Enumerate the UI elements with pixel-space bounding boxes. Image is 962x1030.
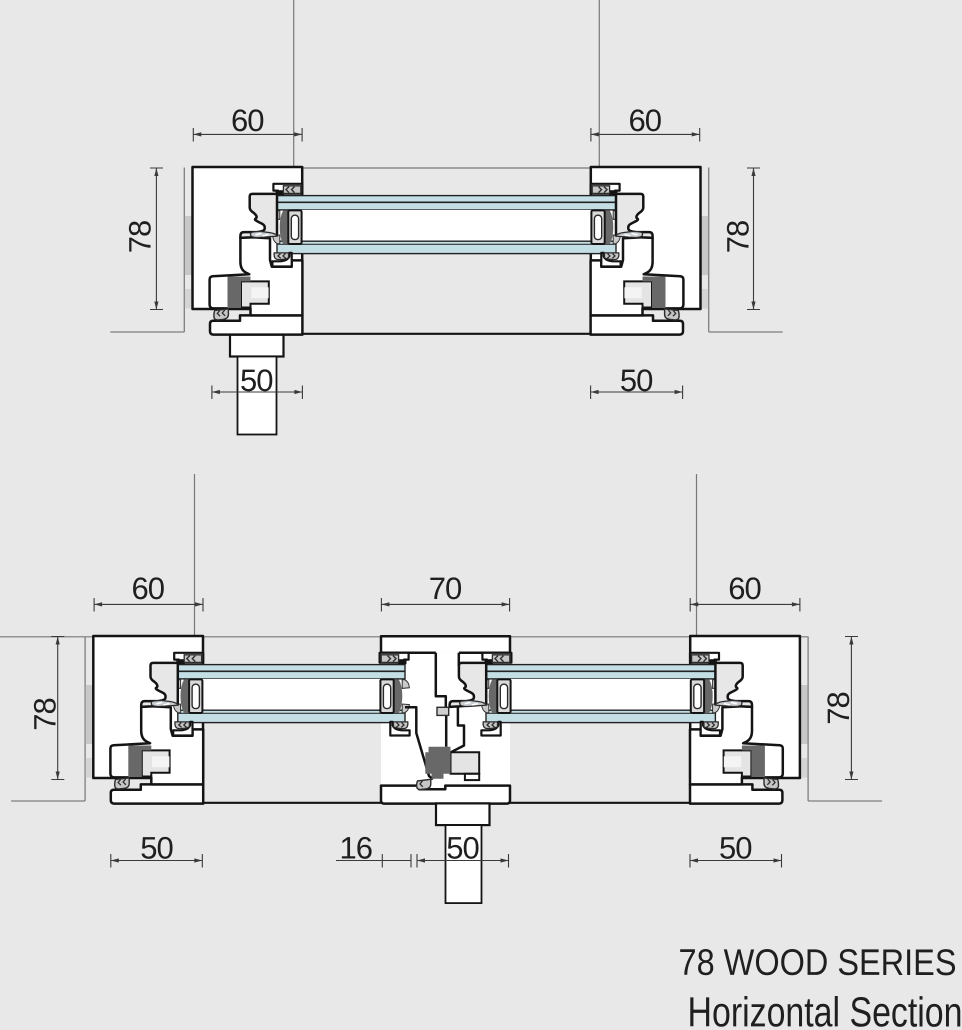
svg-text:78: 78: [123, 220, 158, 254]
svg-text:16: 16: [339, 830, 373, 865]
svg-text:50: 50: [240, 363, 274, 398]
svg-text:78: 78: [721, 220, 756, 254]
svg-text:60: 60: [629, 103, 663, 138]
svg-text:50: 50: [719, 830, 753, 865]
svg-text:78: 78: [28, 697, 63, 731]
svg-text:70: 70: [429, 571, 463, 606]
svg-text:60: 60: [728, 571, 762, 606]
svg-text:50: 50: [140, 830, 174, 865]
svg-text:60: 60: [231, 103, 265, 138]
svg-text:78: 78: [821, 691, 856, 725]
svg-text:60: 60: [132, 571, 166, 606]
svg-text:50: 50: [620, 363, 654, 398]
svg-text:78 WOOD SERIES: 78 WOOD SERIES: [678, 942, 956, 983]
svg-text:50: 50: [446, 830, 480, 865]
svg-text:Horizontal Section: Horizontal Section: [687, 988, 962, 1030]
